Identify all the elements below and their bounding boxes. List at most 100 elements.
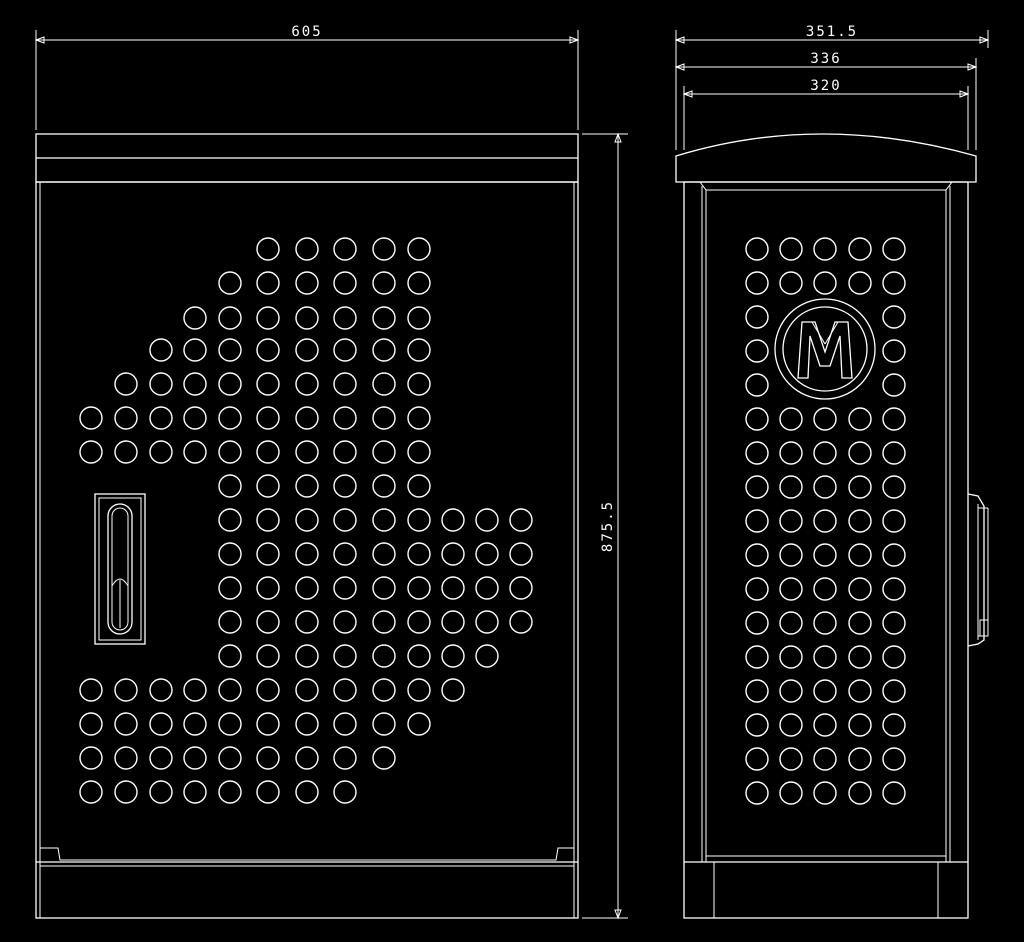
vent-hole bbox=[779, 543, 803, 567]
front-width-label: 605 bbox=[291, 24, 322, 40]
vent-hole bbox=[745, 543, 769, 567]
side-vent-holes bbox=[745, 237, 906, 805]
vent-hole bbox=[295, 338, 319, 362]
vent-hole bbox=[882, 339, 906, 363]
vent-hole bbox=[295, 406, 319, 430]
vent-hole bbox=[333, 780, 357, 804]
height-dimension: 875.5 bbox=[582, 132, 628, 920]
vent-hole bbox=[407, 678, 431, 702]
vent-hole bbox=[407, 576, 431, 600]
vent-hole bbox=[441, 678, 465, 702]
vent-hole bbox=[183, 440, 207, 464]
vent-hole bbox=[183, 678, 207, 702]
vent-hole bbox=[372, 406, 396, 430]
vent-hole bbox=[218, 678, 242, 702]
vent-hole bbox=[333, 746, 357, 770]
vent-hole bbox=[779, 441, 803, 465]
vent-hole bbox=[183, 780, 207, 804]
vent-hole bbox=[333, 474, 357, 498]
vent-hole bbox=[882, 611, 906, 635]
vent-hole bbox=[407, 474, 431, 498]
vent-hole bbox=[745, 577, 769, 601]
vent-hole bbox=[407, 440, 431, 464]
height-label: 875.5 bbox=[600, 500, 616, 552]
vent-hole bbox=[407, 306, 431, 330]
vent-hole bbox=[256, 237, 280, 261]
vent-hole bbox=[333, 440, 357, 464]
vent-hole bbox=[149, 746, 173, 770]
vent-hole bbox=[333, 644, 357, 668]
vent-hole bbox=[256, 474, 280, 498]
front-vent-holes bbox=[79, 237, 533, 804]
vent-hole bbox=[295, 372, 319, 396]
vent-hole bbox=[848, 713, 872, 737]
side-depth-dimensions: 351.5 336 320 bbox=[674, 24, 990, 150]
vent-hole bbox=[372, 474, 396, 498]
vent-hole bbox=[407, 271, 431, 295]
vent-hole bbox=[779, 407, 803, 431]
vent-hole bbox=[256, 338, 280, 362]
vent-hole bbox=[295, 542, 319, 566]
door-handle-icon[interactable] bbox=[94, 493, 146, 645]
vent-hole bbox=[295, 576, 319, 600]
vent-hole bbox=[813, 237, 837, 261]
vent-hole bbox=[333, 678, 357, 702]
vent-hole bbox=[848, 509, 872, 533]
vent-hole bbox=[407, 610, 431, 634]
vent-hole bbox=[149, 678, 173, 702]
inner-depth-label: 320 bbox=[810, 78, 841, 94]
vent-hole bbox=[407, 406, 431, 430]
vent-hole bbox=[333, 271, 357, 295]
vent-hole bbox=[149, 780, 173, 804]
vent-hole bbox=[441, 576, 465, 600]
vent-hole bbox=[441, 644, 465, 668]
vent-hole bbox=[882, 645, 906, 669]
vent-hole bbox=[218, 576, 242, 600]
vent-hole bbox=[779, 713, 803, 737]
vent-hole bbox=[745, 747, 769, 771]
vent-hole bbox=[441, 610, 465, 634]
vent-hole bbox=[256, 508, 280, 532]
vent-hole bbox=[79, 406, 103, 430]
vent-hole bbox=[779, 237, 803, 261]
vent-hole bbox=[745, 407, 769, 431]
vent-hole bbox=[475, 644, 499, 668]
vent-hole bbox=[218, 306, 242, 330]
vent-hole bbox=[509, 508, 533, 532]
vent-hole bbox=[848, 747, 872, 771]
vent-hole bbox=[79, 440, 103, 464]
vent-hole bbox=[114, 780, 138, 804]
vent-hole bbox=[333, 542, 357, 566]
vent-hole bbox=[256, 306, 280, 330]
vent-hole bbox=[372, 306, 396, 330]
side-body bbox=[683, 181, 989, 919]
vent-hole bbox=[218, 746, 242, 770]
vent-hole bbox=[333, 338, 357, 362]
vent-hole bbox=[882, 747, 906, 771]
vent-hole bbox=[882, 305, 906, 329]
vent-hole bbox=[882, 271, 906, 295]
vent-hole bbox=[745, 475, 769, 499]
vent-hole bbox=[848, 237, 872, 261]
vent-hole bbox=[333, 406, 357, 430]
vent-hole bbox=[256, 644, 280, 668]
vent-hole bbox=[779, 747, 803, 771]
vent-hole bbox=[333, 576, 357, 600]
vent-hole bbox=[745, 781, 769, 805]
vent-hole bbox=[256, 678, 280, 702]
vent-hole bbox=[882, 407, 906, 431]
vent-hole bbox=[407, 508, 431, 532]
vent-hole bbox=[475, 610, 499, 634]
vent-hole bbox=[779, 611, 803, 635]
vent-hole bbox=[745, 271, 769, 295]
vent-hole bbox=[218, 610, 242, 634]
vent-hole bbox=[218, 372, 242, 396]
vent-hole bbox=[256, 542, 280, 566]
vent-hole bbox=[218, 542, 242, 566]
vent-hole bbox=[79, 712, 103, 736]
vent-hole bbox=[372, 576, 396, 600]
vent-hole bbox=[333, 372, 357, 396]
vent-hole bbox=[256, 746, 280, 770]
vent-hole bbox=[149, 406, 173, 430]
vent-hole bbox=[372, 440, 396, 464]
